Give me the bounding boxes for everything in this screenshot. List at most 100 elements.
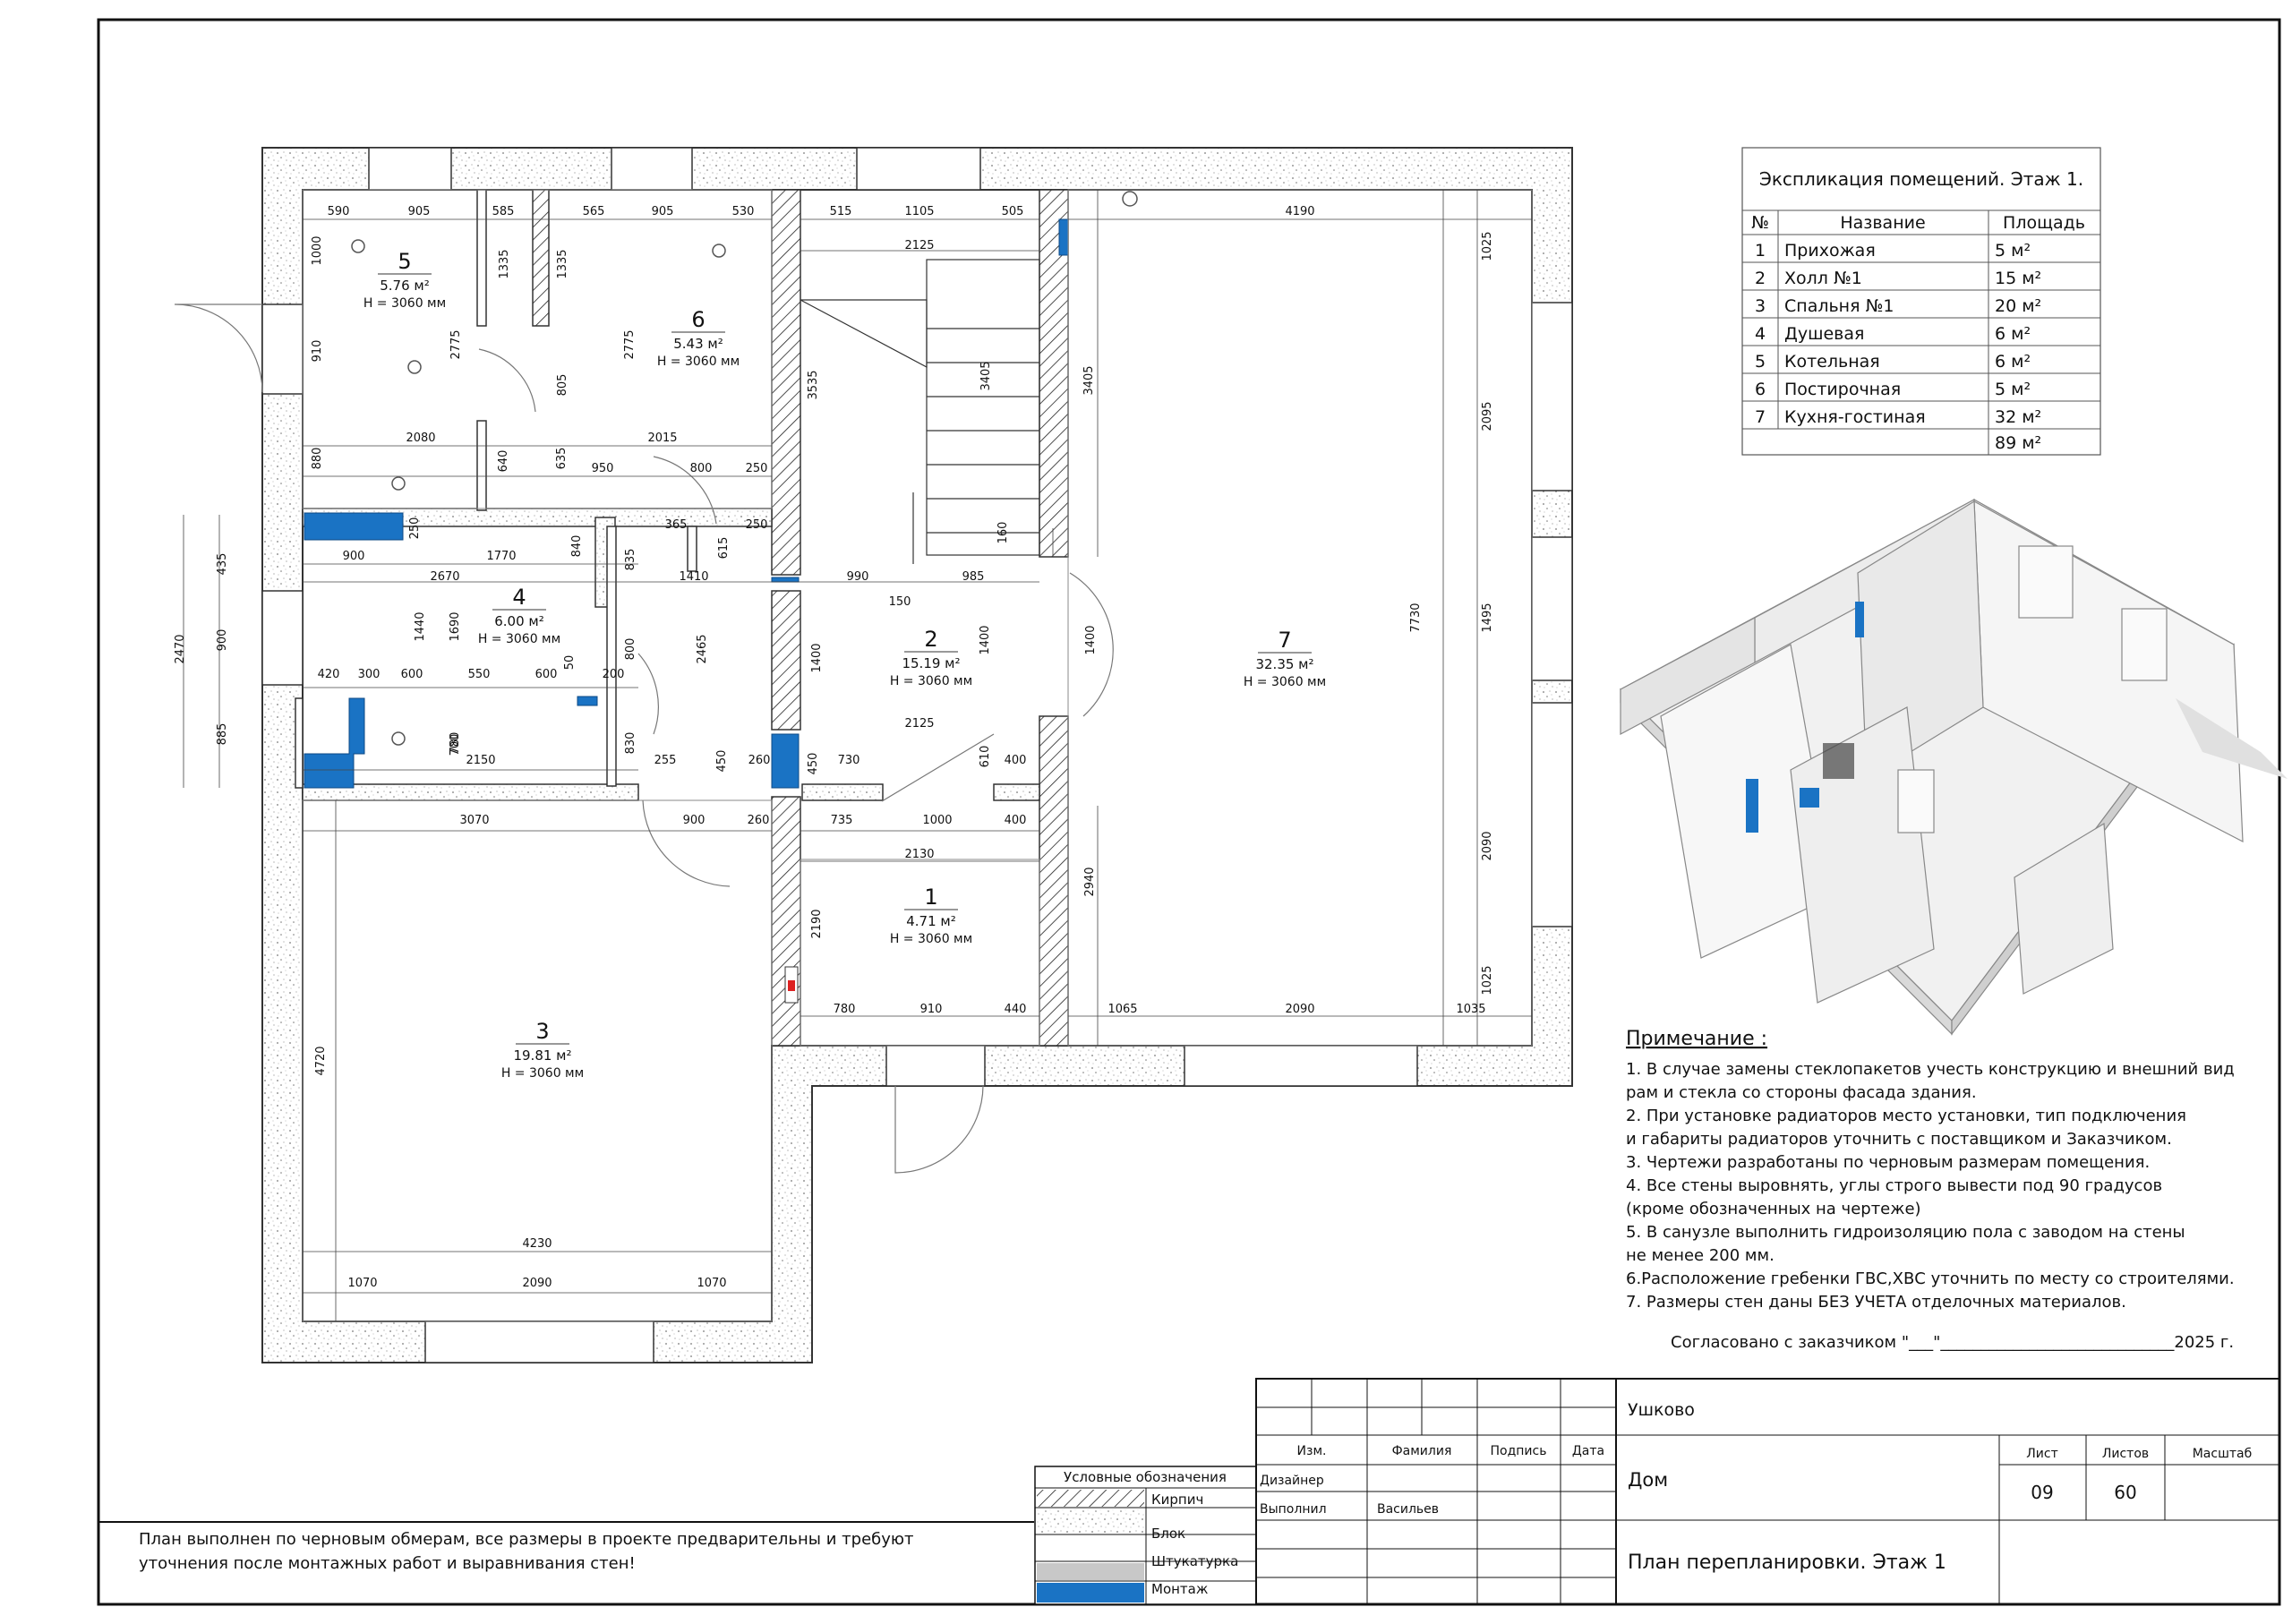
legend-item-plaster: Штукатурка xyxy=(1151,1553,1238,1569)
explication-row-name: Кухня-гостиная xyxy=(1784,407,1926,427)
explication-row-name: Холл №1 xyxy=(1784,269,1862,288)
dimension-label: 1495 xyxy=(1481,603,1494,632)
dimension-label: 900 xyxy=(343,550,365,563)
stamp-header-date: Дата xyxy=(1572,1444,1604,1458)
explication-row-name: Прихожая xyxy=(1784,241,1876,261)
room-area: 5.43 м² xyxy=(673,336,723,352)
dimension-label: 2190 xyxy=(810,909,824,938)
room-number: 7 xyxy=(1278,628,1291,653)
dimension-label: 590 xyxy=(328,205,350,218)
interior-walls xyxy=(295,189,1069,1047)
dimension-label: 585 xyxy=(492,205,515,218)
notes-lines: 1. В случае замены стеклопакетов учесть … xyxy=(1626,1060,2235,1312)
dimension-label: 440 xyxy=(1005,1003,1027,1016)
dimension-label: 400 xyxy=(1005,814,1027,827)
explication-row-num: 4 xyxy=(1755,324,1766,344)
explication-row-area: 6 м² xyxy=(1995,324,2031,344)
room-height: H = 3060 мм xyxy=(657,355,740,369)
explication-row-area: 15 м² xyxy=(1995,269,2041,288)
dimension-label: 835 xyxy=(624,549,637,571)
legend-item-brick: Кирпич xyxy=(1151,1492,1203,1508)
dimension-label: 1770 xyxy=(486,550,516,563)
dimension-label: 985 xyxy=(962,570,985,584)
explication-row-area: 5 м² xyxy=(1995,380,2031,399)
dimension-label: 990 xyxy=(847,570,869,584)
montage-elements xyxy=(304,218,1069,789)
room-area: 4.71 м² xyxy=(906,913,956,929)
dimension-label: 1335 xyxy=(556,249,569,278)
dimension-label: 450 xyxy=(807,753,820,775)
notes-line: и габариты радиаторов уточнить с поставщ… xyxy=(1626,1130,2172,1149)
explication-row-num: 3 xyxy=(1755,296,1766,316)
dimension-label: 1105 xyxy=(904,205,934,218)
boiler-indicator xyxy=(788,980,795,991)
stamp-object: Дом xyxy=(1628,1469,1668,1491)
notes-line: (кроме обозначенных на чертеже) xyxy=(1626,1200,1921,1218)
explication-row-num: 2 xyxy=(1755,269,1766,288)
stamp-row-designer: Дизайнер xyxy=(1260,1474,1324,1488)
stamp-row-executed: Выполнил xyxy=(1260,1502,1327,1517)
dimension-label: 515 xyxy=(830,205,852,218)
room-height: H = 3060 мм xyxy=(478,632,560,646)
dimension-label: 730 xyxy=(838,754,860,767)
notes-heading: Примечание : xyxy=(1626,1028,1767,1050)
room-height: H = 3060 мм xyxy=(890,674,972,688)
ceiling-lights xyxy=(351,191,1138,746)
dimension-label: 2080 xyxy=(406,432,435,445)
dimension-label: 3405 xyxy=(1082,365,1096,395)
dimension-label: 2015 xyxy=(647,432,677,445)
dimension-label: 910 xyxy=(311,340,324,363)
explication-row-name: Постирочная xyxy=(1784,380,1901,399)
dimension-label: 805 xyxy=(556,374,569,397)
dimension-label: 910 xyxy=(920,1003,943,1016)
dimension-label: 600 xyxy=(401,668,423,681)
dimension-label: 2125 xyxy=(904,239,934,252)
dimension-label: 2090 xyxy=(1481,831,1494,860)
dimension-label: 780 xyxy=(834,1003,856,1016)
dimension-label: 905 xyxy=(408,205,431,218)
dimension-label: 615 xyxy=(717,537,731,560)
explication-row-area: 5 м² xyxy=(1995,241,2031,261)
dimension-label: 1070 xyxy=(697,1277,726,1290)
stamp-location: Ушково xyxy=(1628,1400,1695,1420)
title-block-text: Изм. Фамилия Подпись Дата Дизайнер Выпол… xyxy=(1260,1400,2252,1574)
stamp-scale-label: Масштаб xyxy=(2193,1447,2253,1461)
room-number: 3 xyxy=(535,1019,549,1044)
dimension-label: 780 xyxy=(449,732,462,755)
notes-line: не менее 200 мм. xyxy=(1626,1246,1775,1265)
dimension-label: 4230 xyxy=(522,1237,552,1251)
explication-row-num: 6 xyxy=(1755,380,1766,399)
explication-row-area: 20 м² xyxy=(1995,296,2041,316)
windows xyxy=(261,147,1573,1363)
dimension-label: 505 xyxy=(1002,205,1024,218)
dimension-label: 2125 xyxy=(904,717,934,731)
legend-plaster-swatch xyxy=(1037,1563,1144,1580)
stamp-sheet-title: План перепланировки. Этаж 1 xyxy=(1628,1551,1946,1574)
dimension-label: 2150 xyxy=(466,754,495,767)
legend-brick-swatch xyxy=(1037,1490,1144,1507)
dimension-label: 2090 xyxy=(1285,1003,1314,1016)
dimension-label: 255 xyxy=(654,754,677,767)
notes-line: 7. Размеры стен даны БЕЗ УЧЕТА отделочны… xyxy=(1626,1293,2126,1312)
dimension-label: 2470 xyxy=(174,634,187,663)
dimension-label: 450 xyxy=(715,750,729,773)
title-block xyxy=(1255,1378,2280,1605)
dimension-label: 2775 xyxy=(449,329,463,359)
dimension-label: 260 xyxy=(748,754,771,767)
stamp-sheet-label: Лист xyxy=(2026,1447,2057,1461)
dimension-label: 260 xyxy=(748,814,770,827)
explication-row-area: 6 м² xyxy=(1995,352,2031,372)
stamp-surname: Васильев xyxy=(1377,1502,1439,1517)
dimension-label: 1400 xyxy=(979,625,992,654)
dimension-label: 1400 xyxy=(810,643,824,672)
dimension-label: 610 xyxy=(979,746,992,768)
room-height: H = 3060 мм xyxy=(1244,675,1326,689)
room-height: H = 3060 мм xyxy=(890,932,972,946)
dimension-label: 250 xyxy=(408,517,422,540)
bottom-note-line-2: уточнения после монтажных работ и выравн… xyxy=(139,1554,636,1573)
dimension-label: 2775 xyxy=(623,329,637,359)
legend: Условные обозначения Кирпич Блок Штукату… xyxy=(1034,1466,1257,1605)
dimension-label: 830 xyxy=(624,732,637,755)
